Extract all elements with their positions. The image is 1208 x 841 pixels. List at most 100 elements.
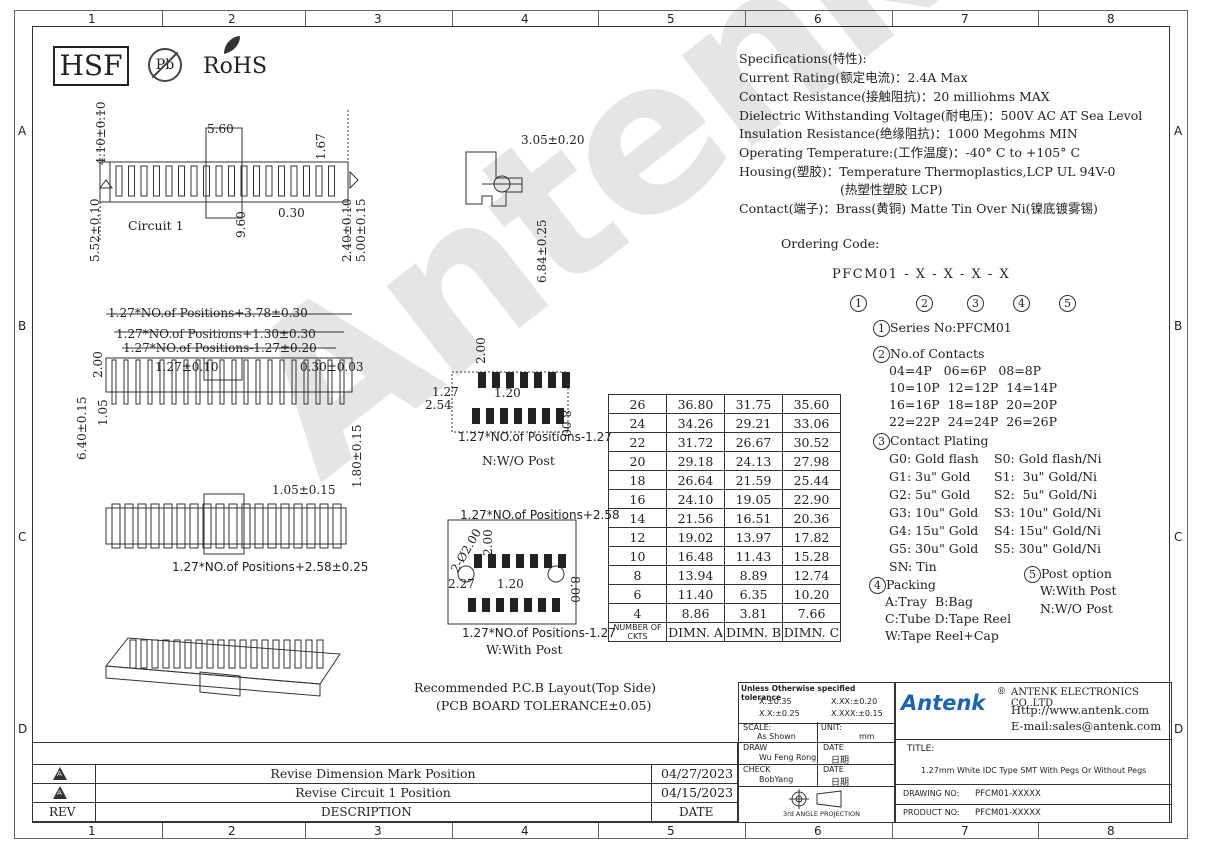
scale-label: SCALE: [743,723,772,732]
date-value: 日期 [831,756,850,766]
dim-label: 9.60 [234,211,248,238]
zone-row-label: B [18,319,27,333]
pin-shape [305,639,313,669]
spec-line: Insulation Resistance(绝缘阻抗)：1000 Megohms… [739,126,1078,141]
pb-free-icon: Pb [148,48,182,82]
pin-shape [231,359,237,405]
dim-label: 1.27*NO.of Positions+3.78±0.30 [108,306,308,320]
check-label: CHECK [743,765,771,774]
packing-row: W:Tape Reel+Cap [885,628,999,643]
plating-option: G0: Gold flash [889,451,979,466]
pin-shape [135,359,141,405]
dim-label: 1.80±0.15 [350,424,364,489]
dim-label: 2.54 [425,398,452,412]
projection-box: 3rd ANGLE PROJECTION [738,786,896,823]
pin-shape [332,503,342,549]
table-cell: 11.40 [666,584,725,604]
zone-divider [1038,823,1039,839]
pin-shape [558,554,566,568]
plating-option: G2: 5u" Gold [889,487,971,502]
zone-col-label: 2 [228,824,236,838]
zone-col-label: 4 [521,12,529,26]
check-box: CHECK BobYang DATE 日期 [738,764,896,788]
pin-shape [250,639,258,669]
zone-col-label: 8 [1107,824,1115,838]
pin-shape [272,639,280,669]
pin-shape [215,165,223,197]
zone-divider [891,10,893,26]
dim-label: 5.60 [207,122,234,136]
pcb-nwo-caption: N:W/O Post [482,453,555,468]
dim-label: 0.30 [278,206,305,220]
contacts-row: 22=22P 24=24P 26=26P [889,414,1057,429]
table-header-cell: DIMN. C [782,622,841,642]
dim-label: 1.27*NO.of Positions-1.27 [462,626,616,640]
pin-shape [315,165,323,197]
pad-shape [514,408,522,424]
revision-date: 04/27/2023 [661,766,734,781]
dim-label: 1.67 [314,133,328,160]
tolerance-value: X.±0.35 [759,697,792,706]
table-cell: 25.44 [782,470,841,490]
table-cell: 21.59 [724,470,783,490]
plating-option: G1: 3u" Gold [889,469,971,484]
table-cell: 16.51 [724,508,783,528]
zone-row-label: A [1174,124,1183,138]
dim-label: 1.27 [432,385,459,399]
pcb-layout-nwo [451,371,570,433]
col-divider [651,784,652,803]
pin-shape [162,639,170,669]
pin-shape [140,639,148,669]
draw-box: DRAW Wu Feng Rong DATE 日期 [738,742,896,766]
table-cell: 4 [608,603,667,623]
pin-shape [253,165,260,197]
zone-divider [744,823,746,839]
spec-line: Contact Resistance(接触阻抗)：20 milliohms MA… [739,89,1050,104]
tolerance-value: X.XXX:±0.15 [831,709,883,718]
pin-shape [183,359,189,405]
spec-line: Contact(端子)：Brass(黄铜) Matte Tin Over Ni(… [739,201,1098,216]
marker-3: 3 [873,433,890,450]
drawing-frame [32,26,1170,823]
pin-shape [316,639,324,669]
pin-shape [319,503,329,549]
pin-shape [137,503,147,549]
rohs-logo: RoHS [203,54,268,79]
table-cell: 18 [608,470,667,490]
zone-col-label: 6 [814,12,822,26]
pin-shape [548,372,556,388]
leaf-icon [224,36,240,54]
table-header-cell: NUMBER OF CKTS [608,622,667,642]
marker-5: 5 [1024,566,1041,583]
ordering-heading: Ordering Code: [781,236,880,251]
plating-option: S0: Gold flash/Ni [994,451,1102,466]
table-cell: 30.52 [782,432,841,452]
dim-label: 1.05 [96,399,110,426]
pin-shape [228,639,236,669]
dim-label: 1.27*NO.of Positions+2.58±0.25 [172,560,369,574]
marker-2: 2 [916,295,933,312]
table-cell: 13.94 [666,565,725,585]
hsf-logo: HSF [53,46,129,86]
table-cell: 20 [608,451,667,471]
pad-shape [556,408,564,424]
zone-divider [305,823,306,839]
plating-option: SN: Tin [889,559,937,574]
pin-shape [173,639,181,669]
table-cell: 14 [608,508,667,528]
plating-option: S1: 3u" Gold/Ni [994,469,1098,484]
marker-4: 4 [1013,295,1030,312]
date-label: DATE [823,765,844,774]
marker-1: 1 [873,320,890,337]
ordering-code: PFCM01 - X - X - X - X [832,267,1011,282]
pin-shape [190,165,198,197]
table-cell: 17.82 [782,527,841,547]
iso-view-drawing [105,637,341,697]
table-cell: 24.13 [724,451,783,471]
marker-3: 3 [967,295,984,312]
